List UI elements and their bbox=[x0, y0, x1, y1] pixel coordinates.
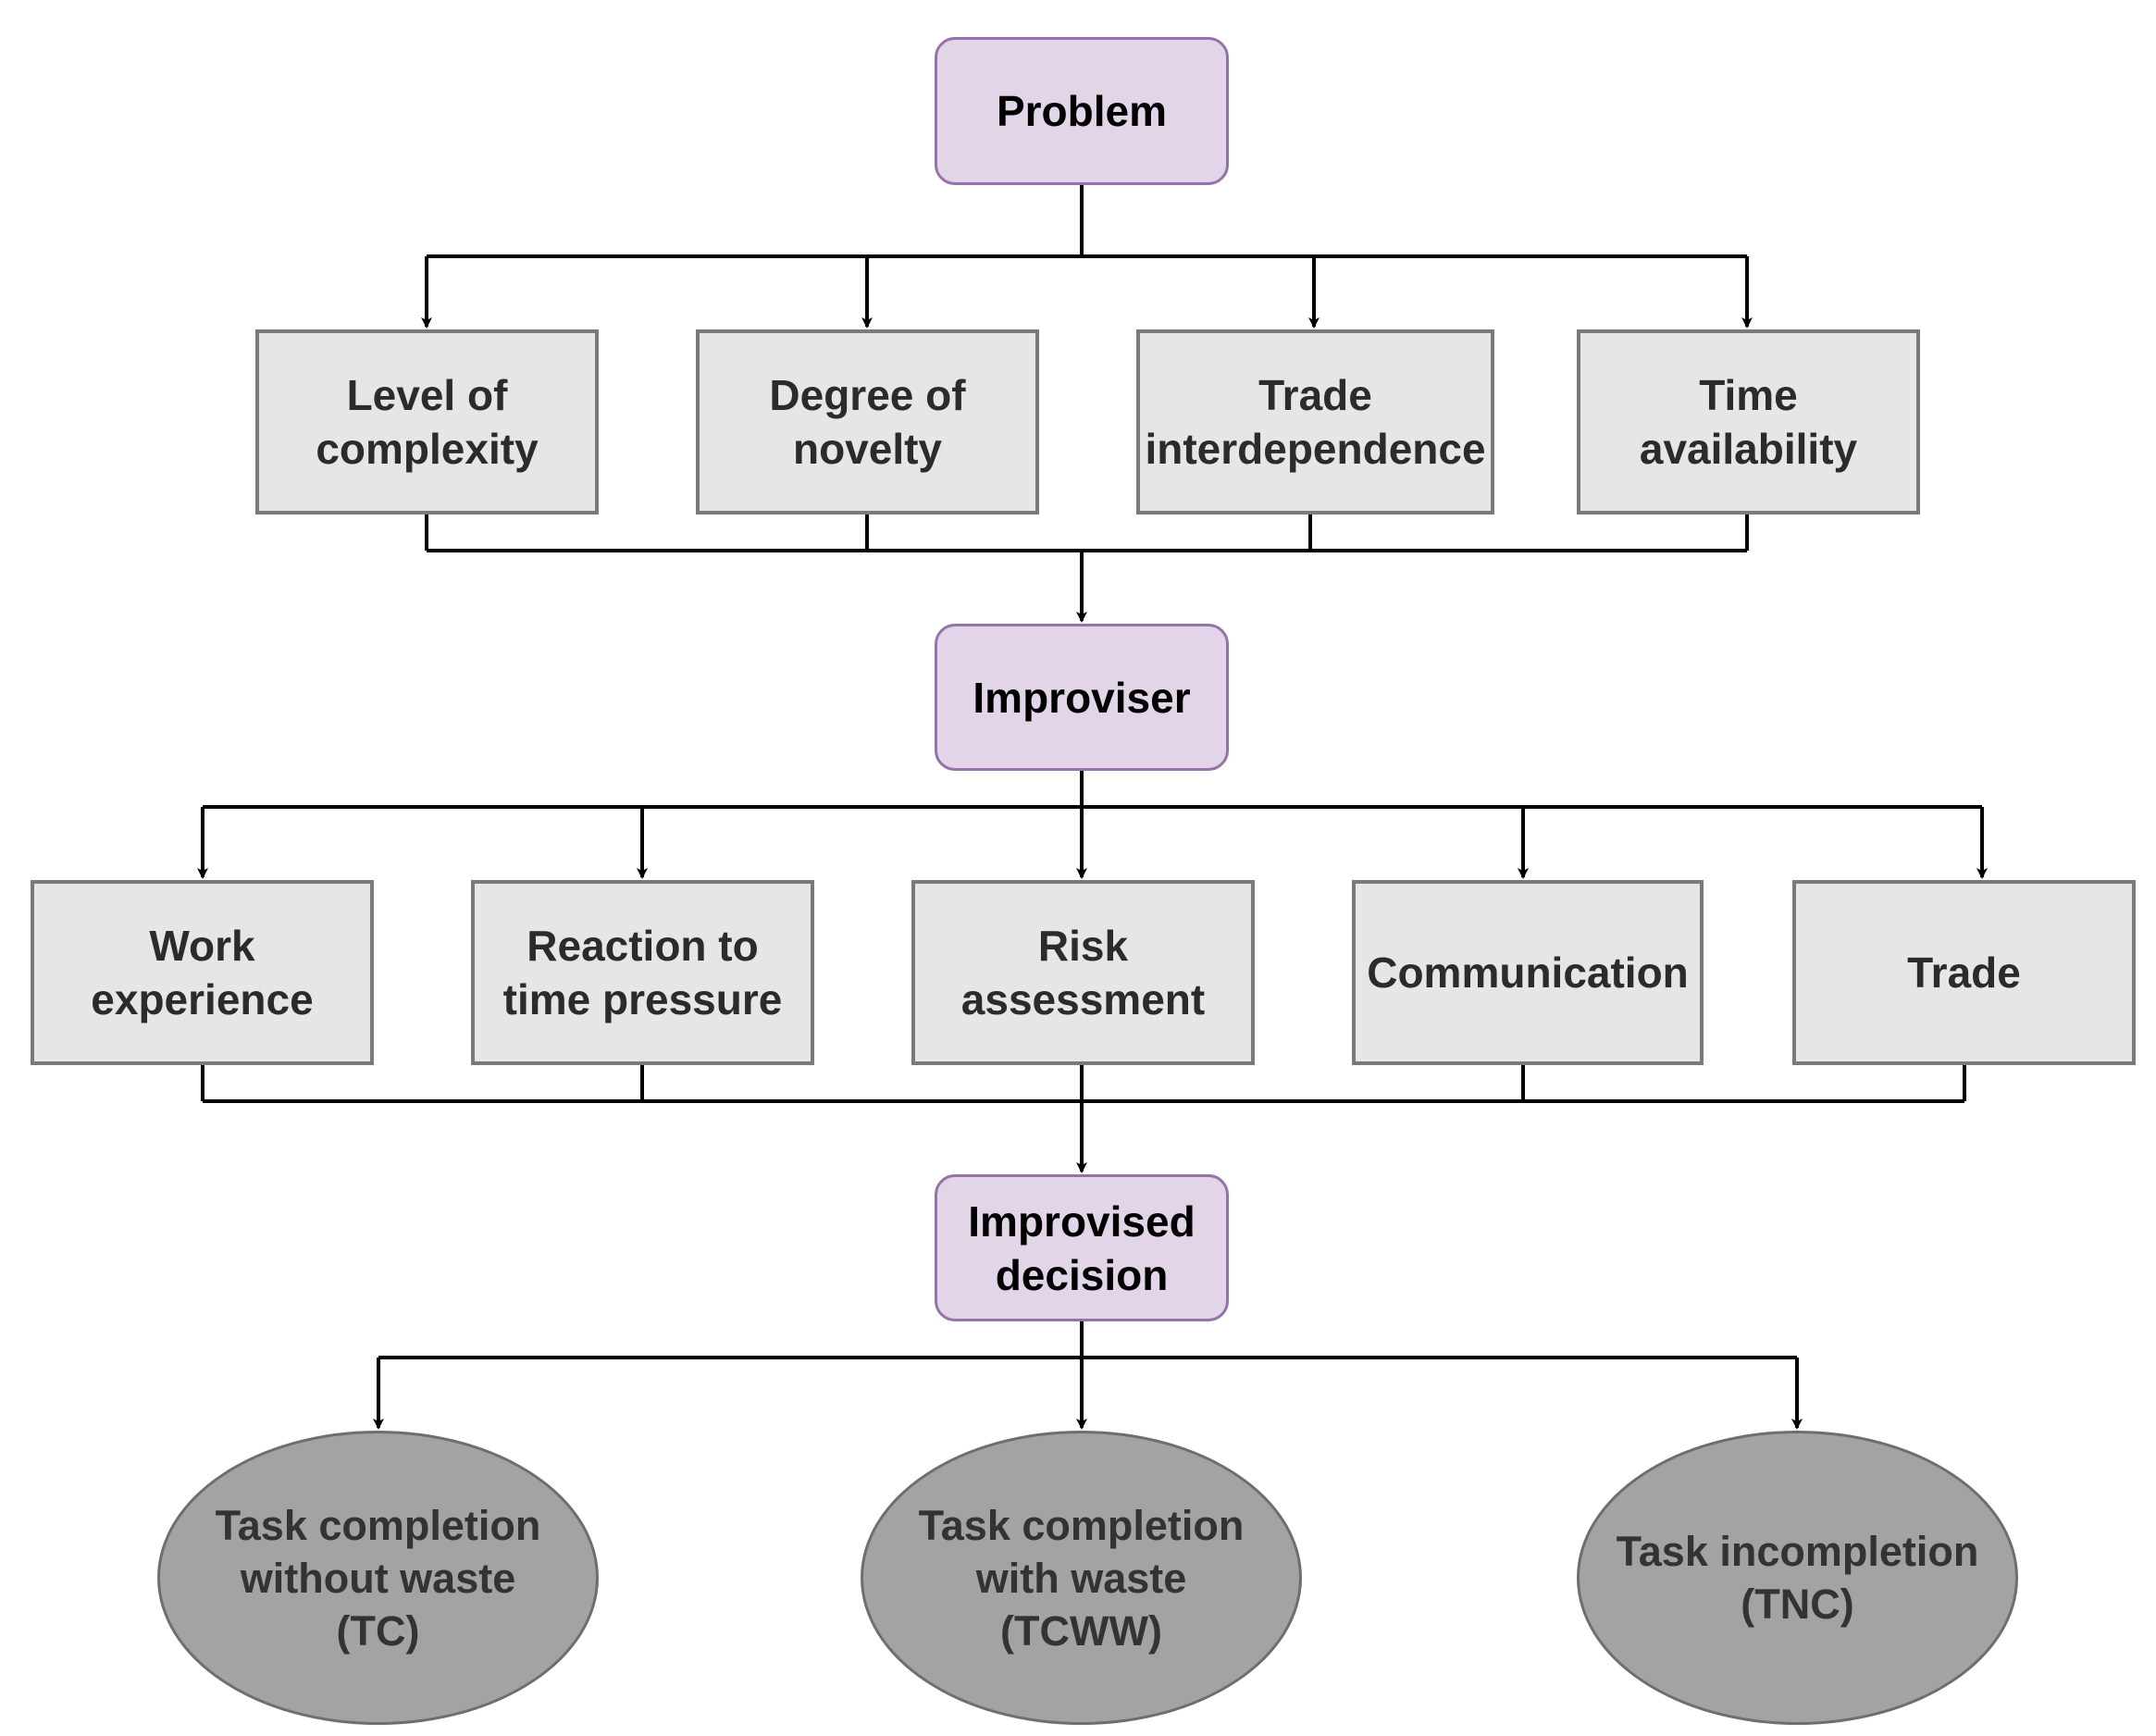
decision-label-line: Improvised bbox=[968, 1197, 1196, 1246]
outcome-task-completion-without-waste: Task completion without waste (TC) bbox=[157, 1431, 599, 1725]
problem-node: Problem bbox=[935, 37, 1229, 185]
attribute-label-line: experience bbox=[91, 975, 314, 1023]
factor-label-line: novelty bbox=[792, 425, 943, 473]
factor-label-line: Time bbox=[1699, 371, 1798, 419]
factor-trade-interdependence: Trade interdependence bbox=[1136, 329, 1494, 515]
factor-time-availability: Time availability bbox=[1577, 329, 1920, 515]
outcome-label-line: Task incompletion bbox=[1616, 1528, 1979, 1575]
attribute-label-line: assessment bbox=[960, 975, 1206, 1023]
attribute-reaction-to-time-pressure: Reaction to time pressure bbox=[471, 880, 814, 1065]
factor-label-line: Trade bbox=[1258, 371, 1372, 419]
attribute-label-line: Work bbox=[149, 922, 255, 970]
attribute-label-line: Risk bbox=[1037, 922, 1129, 970]
factor-degree-of-novelty: Degree of novelty bbox=[696, 329, 1039, 515]
attribute-trade: Trade bbox=[1792, 880, 2136, 1065]
factor-label-line: Degree of bbox=[769, 371, 966, 419]
improvised-decision-node: Improvised decision bbox=[935, 1174, 1229, 1321]
attribute-communication: Communication bbox=[1352, 880, 1704, 1065]
outcome-task-incompletion: Task incompletion (TNC) bbox=[1577, 1431, 2018, 1725]
factor-label-line: availability bbox=[1639, 425, 1858, 473]
attribute-label-line: Communication bbox=[1367, 949, 1689, 997]
attribute-label-line: Trade bbox=[1907, 949, 2021, 997]
attribute-label-line: Reaction to bbox=[527, 922, 759, 970]
problem-label: Problem bbox=[996, 87, 1168, 135]
attribute-work-experience: Work experience bbox=[31, 880, 374, 1065]
outcome-label-line: Task completion bbox=[215, 1501, 541, 1549]
attribute-risk-assessment: Risk assessment bbox=[911, 880, 1255, 1065]
factor-level-of-complexity: Level of complexity bbox=[255, 329, 599, 515]
improviser-node: Improviser bbox=[935, 624, 1229, 771]
outcome-label-line: (TNC) bbox=[1741, 1581, 1854, 1628]
attribute-label-line: time pressure bbox=[502, 975, 783, 1023]
improviser-label: Improviser bbox=[973, 673, 1191, 722]
outcome-label-line: without waste bbox=[240, 1554, 516, 1602]
factor-label-line: complexity bbox=[316, 425, 539, 473]
factor-label-line: interdependence bbox=[1145, 425, 1486, 473]
outcome-label-line: (TC) bbox=[336, 1606, 420, 1655]
decision-label-line: decision bbox=[995, 1250, 1169, 1299]
outcome-label-line: (TCWW) bbox=[1000, 1606, 1162, 1655]
outcome-task-completion-with-waste: Task completion with waste (TCWW) bbox=[861, 1431, 1302, 1725]
outcome-label-line: with waste bbox=[975, 1554, 1187, 1602]
factor-label-line: Level of bbox=[346, 371, 508, 419]
outcome-label-line: Task completion bbox=[918, 1501, 1245, 1549]
